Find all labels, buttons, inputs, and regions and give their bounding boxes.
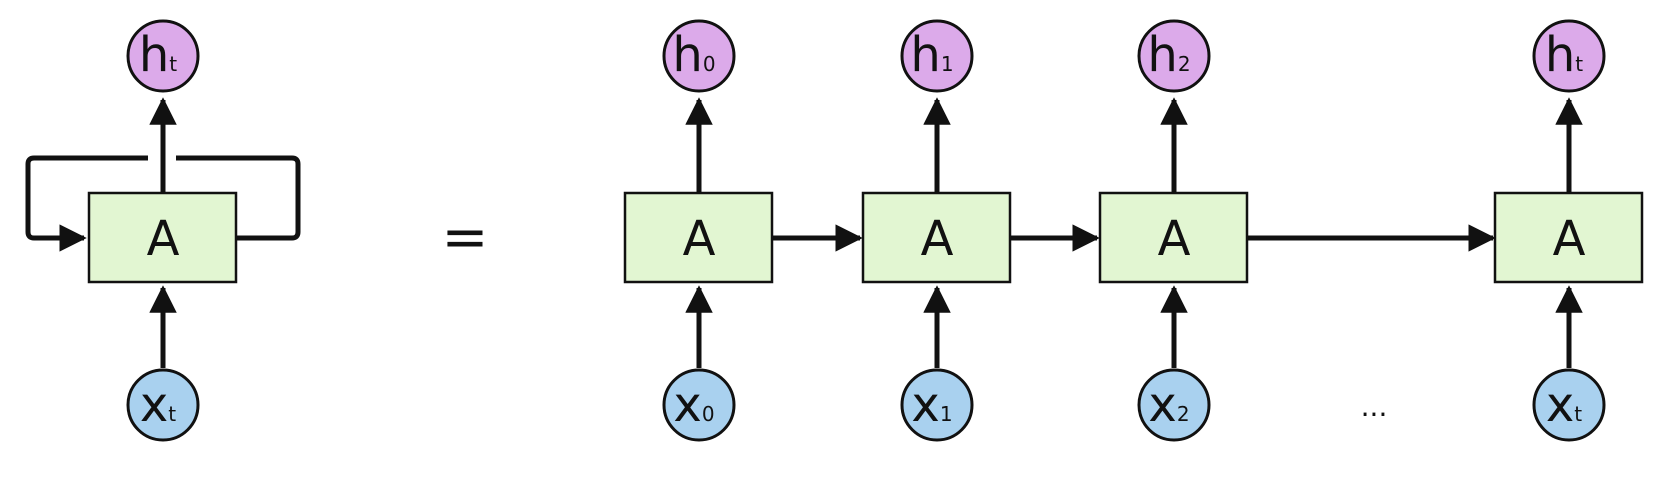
step-2-cell-box bbox=[1098, 191, 1249, 284]
step-1-cell-label: A bbox=[921, 211, 954, 267]
rolled-input-node bbox=[126, 368, 200, 442]
timestep-0: A h0 x0 bbox=[623, 19, 774, 442]
step-0-output-node bbox=[662, 19, 736, 93]
step-1-cell-box bbox=[861, 191, 1012, 284]
timestep-t: A ht xt bbox=[1493, 19, 1644, 442]
rolled-rnn: A ht xt bbox=[25, 19, 301, 442]
step-t-output-node bbox=[1532, 19, 1606, 93]
step-t-input-node bbox=[1532, 368, 1606, 442]
rolled-output-node bbox=[126, 19, 200, 93]
step-2-input-node bbox=[1137, 368, 1211, 442]
step-t-cell-label: A bbox=[1553, 211, 1586, 267]
step-0-input-node bbox=[662, 368, 736, 442]
step-2-input-label: x2 bbox=[1148, 377, 1189, 433]
step-t-cell-box bbox=[1493, 191, 1644, 284]
ellipsis: ... bbox=[1361, 390, 1388, 423]
recurrent-loop-arrow bbox=[25, 155, 301, 238]
step-1-input-node bbox=[900, 368, 974, 442]
rolled-cell-box bbox=[87, 191, 238, 284]
timestep-2: A h2 x2 bbox=[1098, 19, 1249, 442]
step-2-cell-label: A bbox=[1158, 211, 1191, 267]
step-0-cell-box bbox=[623, 191, 774, 284]
step-2-output-node bbox=[1137, 19, 1211, 93]
step-2-output-label: h2 bbox=[1147, 27, 1190, 83]
step-0-output-label: h0 bbox=[672, 27, 715, 83]
rolled-cell-label: A bbox=[147, 211, 180, 267]
rolled-output-label: ht bbox=[139, 27, 177, 83]
step-t-output-label: ht bbox=[1545, 27, 1583, 83]
step-0-input-label: x0 bbox=[673, 377, 714, 433]
timestep-1: A h1 x1 bbox=[861, 19, 1012, 442]
unrolled-chain: A h0 x0 A h1 x1 bbox=[623, 19, 1644, 442]
step-1-output-label: h1 bbox=[910, 27, 953, 83]
step-t-input-label: xt bbox=[1546, 377, 1582, 433]
step-0-cell-label: A bbox=[683, 211, 716, 267]
step-1-output-node bbox=[900, 19, 974, 93]
equals-sign: = bbox=[442, 205, 489, 270]
step-1-input-label: x1 bbox=[911, 377, 952, 433]
rolled-input-label: xt bbox=[140, 377, 176, 433]
